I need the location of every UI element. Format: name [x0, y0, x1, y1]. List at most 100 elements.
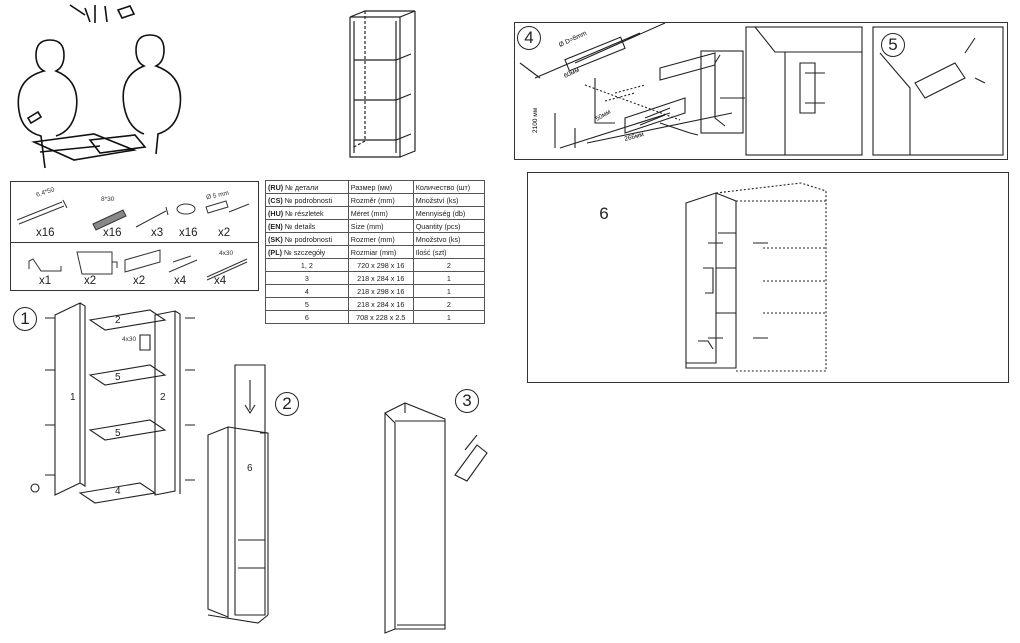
part-label-right-side: 2: [160, 392, 166, 403]
qty-screw: x16: [36, 227, 55, 239]
language-code: (RU): [268, 182, 284, 192]
part-label-bottom: 4: [115, 486, 121, 497]
dowel-spec: 8*30: [101, 196, 115, 203]
part-header-text: № details: [284, 221, 316, 231]
qty-anchor: x2: [218, 227, 231, 239]
screw-icon: [16, 199, 68, 225]
quantity-header: Quantity (pcs): [412, 219, 486, 233]
drill-diameter-label: Ø D=8mm: [558, 30, 588, 49]
step-3-nailing-drawing: [384, 402, 488, 634]
size-cell: 218 x 284 x 16: [347, 271, 414, 285]
part-number-cell: 3: [265, 271, 349, 285]
part-number-header: (PL) № szczegóły: [265, 245, 349, 259]
quantity-header: Množství (ks): [412, 193, 486, 207]
hardware-icons: [16, 199, 250, 281]
size-cell: 218 x 284 x 16: [347, 297, 414, 311]
step-2-number: 2: [275, 392, 299, 416]
step-3-number: 3: [455, 389, 479, 413]
qty-dowel: x16: [103, 227, 122, 239]
language-code: (HU): [268, 208, 284, 218]
size-header: Méret (mm): [347, 206, 414, 220]
qty-rail: x2: [133, 275, 146, 287]
small-screw-spec: 4x30: [219, 250, 234, 257]
quantity-cell: 1: [412, 271, 486, 285]
wall-mounting-drawing: Ø D=8mm 60мм 50мм 2100 мм 266мм: [519, 23, 1004, 156]
hardware-parts-list: 6.4*50 8*30 Ø 5 mm 4x30 x16 x16 x3 x16 x…: [10, 181, 259, 291]
step-1-frame-assembly-drawing: [30, 302, 195, 504]
nail-icon: [135, 206, 169, 228]
part-label-shelf-1: 5: [115, 372, 121, 383]
step-5-number: 5: [881, 33, 905, 57]
qty-wall-plug: x4: [174, 275, 187, 287]
part-number-header: (SK) № podrobnosti: [265, 232, 349, 246]
part-header-text: № podrobnosti: [284, 195, 333, 205]
language-code: (SK): [268, 234, 283, 244]
rail-icon: [124, 249, 161, 273]
part-header-text: № részletek: [285, 208, 324, 218]
part-number-cell: 1, 2: [265, 258, 349, 272]
quantity-cell: 2: [412, 258, 486, 272]
quantity-header: Количество (шт): [412, 180, 486, 194]
spacing-label: 60мм: [563, 66, 581, 79]
part-label-left-side: 1: [70, 392, 76, 403]
part-number-cell: 4: [265, 284, 349, 298]
part-number-cell: 6: [265, 310, 349, 324]
part-header-text: № szczegóły: [283, 247, 326, 257]
quantity-header: Ilość (szt): [412, 245, 486, 259]
size-cell: 708 x 228 x 2.5: [347, 310, 414, 324]
bracket-icon: [76, 251, 118, 275]
dowel-icon: [92, 209, 127, 231]
language-code: (EN): [268, 221, 283, 231]
part-number-header: (HU) № részletek: [265, 206, 349, 220]
part-header-text: № podrobnosti: [284, 234, 333, 244]
step-1-number: 1: [13, 307, 37, 331]
size-cell: 720 x 298 x 16: [347, 258, 414, 272]
qty-nail: x3: [151, 227, 164, 239]
anchor-screw-icon: [205, 200, 250, 214]
quantity-header: Množstvo (ks): [412, 232, 486, 246]
part-number-header: (EN) № details: [265, 219, 349, 233]
part-header-text: № детали: [285, 182, 319, 192]
size-header: Rozměr (mm): [347, 193, 414, 207]
cabinet-joining-drawing: [685, 182, 827, 372]
parts-divider: [11, 242, 258, 243]
qty-bracket: x2: [84, 275, 97, 287]
two-people-tools-illustration: [17, 4, 182, 169]
quantity-header: Mennyiség (db): [412, 206, 486, 220]
size-header: Rozmer (mm): [347, 232, 414, 246]
language-code: (PL): [268, 247, 282, 257]
step-2-back-panel-drawing: [207, 364, 269, 624]
step-6-panel: 6: [527, 172, 1009, 383]
part-label-back-panel: 6: [247, 463, 253, 474]
cap-icon: [176, 203, 196, 215]
qty-hook: x1: [39, 275, 52, 287]
part-label-shelf-2: 5: [115, 428, 121, 439]
step-6-number: 6: [593, 203, 615, 225]
screw-icon: [206, 258, 248, 281]
language-code: (CS): [268, 195, 283, 205]
quantity-cell: 1: [412, 310, 486, 324]
wall-plug-icon: [168, 255, 198, 273]
cabinet-overview-drawing: [349, 10, 416, 158]
offset-label: 50мм: [595, 108, 613, 122]
size-cell: 218 x 298 x 16: [347, 284, 414, 298]
part-number-header: (CS) № podrobnosti: [265, 193, 349, 207]
step-4-wall-mounting-panel: Ø D=8mm 60мм 50мм 2100 мм 266мм 4 5: [514, 22, 1008, 160]
quantity-cell: 1: [412, 284, 486, 298]
part-label-top: 2: [115, 315, 121, 326]
height-label: 2100 мм: [532, 107, 539, 133]
qty-small-screw: x4: [214, 275, 227, 287]
size-header: Size (mm): [347, 219, 414, 233]
